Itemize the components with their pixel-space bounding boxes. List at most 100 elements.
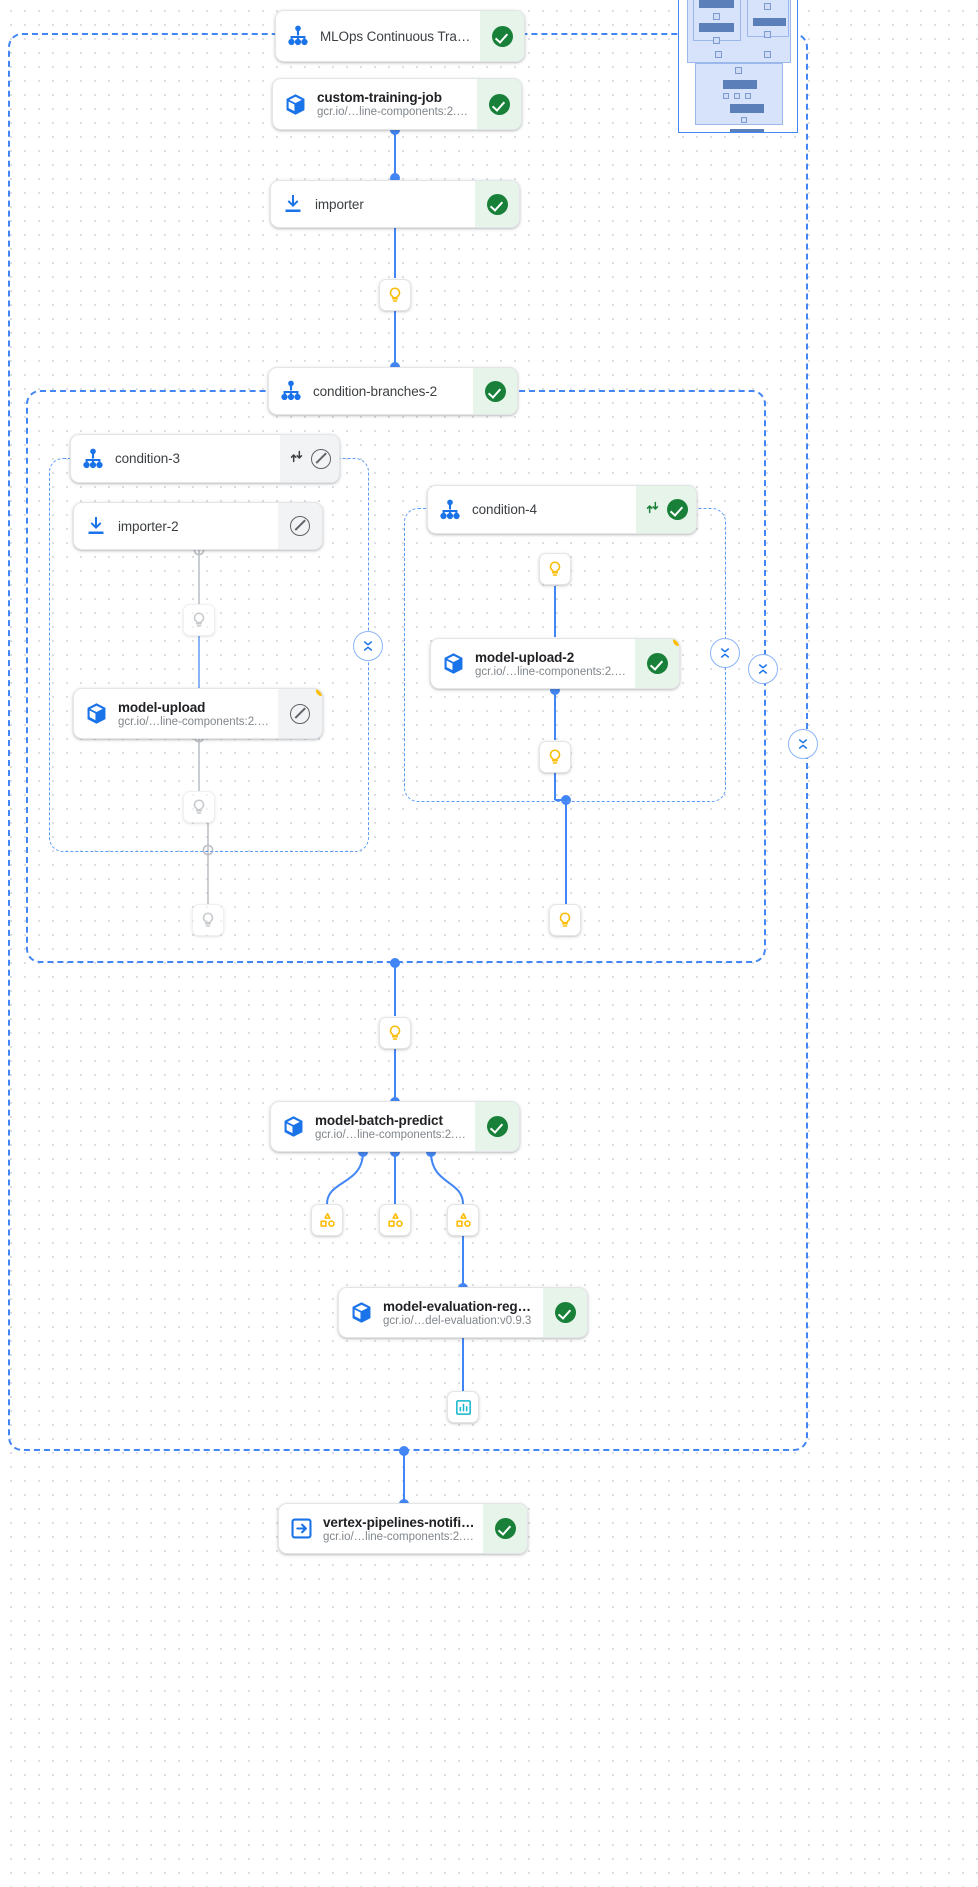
check-circle-icon [646,653,668,674]
node-condition-3[interactable]: condition-3 [70,434,340,483]
artifact-chip-lightbulb[interactable] [192,904,224,936]
artifact-chip-metrics[interactable] [447,1391,479,1423]
minimap-dot [735,67,742,74]
node-text: custom-training-job gcr.io/…line-compone… [317,79,477,129]
node-title: MLOps Continuous Traini… [320,28,472,44]
status-badge-skipped[interactable] [280,435,339,482]
node-text: vertex-pipelines-notificat… gcr.io/…line… [323,1504,483,1553]
blocked-circle-icon [290,703,310,724]
node-title: model-upload [118,699,206,715]
status-badge-succeeded[interactable] [480,11,524,61]
node-model-upload-2[interactable]: model-upload-2 gcr.io/…line-components:2… [430,638,680,689]
check-circle-icon [554,1302,576,1323]
node-title: importer [315,196,364,212]
minimap-dot [745,93,751,99]
container-cube-icon [271,1102,315,1151]
check-circle-icon [484,380,506,402]
node-subtitle: gcr.io/…del-evaluation:v0.9.3 [383,1314,532,1327]
node-title: vertex-pipelines-notificat… [323,1514,475,1530]
node-model-batch-predict[interactable]: model-batch-predict gcr.io/…line-compone… [270,1101,520,1152]
container-cube-icon [339,1288,383,1337]
expander-condition-4[interactable] [710,638,740,668]
node-title: model-upload-2 [475,649,575,665]
expander-root[interactable] [788,729,818,759]
artifact-chip-lightbulb[interactable] [549,904,581,936]
artifact-chip-dataset[interactable] [311,1204,343,1236]
artifact-chip-dataset[interactable] [379,1204,411,1236]
node-text: MLOps Continuous Traini… [320,11,480,61]
minimap-dot [713,37,720,44]
artifact-chip-dataset[interactable] [447,1204,479,1236]
minimap-bar [699,23,734,32]
expander-condition-3[interactable] [353,631,383,661]
branch-arrow-icon [644,499,661,521]
artifact-chip-lightbulb[interactable] [183,604,215,636]
status-badge-succeeded[interactable] [473,368,517,414]
warning-dot-icon [316,689,322,696]
status-badge-skipped[interactable] [278,503,322,549]
dag-tree-icon [71,435,115,482]
artifact-chip-lightbulb[interactable] [183,791,215,823]
artifact-chip-lightbulb[interactable] [379,1017,411,1049]
check-circle-icon [667,499,688,520]
node-subtitle: gcr.io/…line-components:2.6.0 [118,715,270,728]
node-title: condition-4 [472,502,537,517]
node-importer-2[interactable]: importer-2 [73,502,323,550]
container-cube-icon [431,639,475,688]
node-title: importer-2 [118,518,179,534]
node-text: importer [315,181,475,227]
minimap[interactable] [678,0,798,133]
node-title: custom-training-job [317,90,442,105]
minimap-dot [764,31,771,38]
node-subtitle: gcr.io/…line-components:2.6.0 [323,1530,475,1543]
import-download-icon [74,503,118,549]
node-title: condition-3 [115,451,180,466]
artifact-chip-lightbulb[interactable] [539,741,571,773]
node-custom-training-job[interactable]: custom-training-job gcr.io/…line-compone… [272,78,522,130]
node-model-upload[interactable]: model-upload gcr.io/…line-components:2.6… [73,688,323,739]
exit-arrow-icon [279,1504,323,1553]
check-circle-icon [488,93,510,115]
node-title: condition-branches-2 [313,383,438,399]
node-subtitle: gcr.io/…line-components:2.6.0 [317,106,469,118]
minimap-bar [723,80,757,89]
node-mlops-continuous-training[interactable]: MLOps Continuous Traini… [275,10,525,62]
minimap-dot [715,51,722,58]
node-text: condition-4 [472,486,636,533]
node-text: model-upload-2 gcr.io/…line-components:2… [475,639,635,688]
expander-branches[interactable] [748,654,778,684]
artifact-chip-lightbulb[interactable] [379,279,411,311]
minimap-dot [764,51,771,58]
node-vertex-pipelines-notification[interactable]: vertex-pipelines-notificat… gcr.io/…line… [278,1503,528,1554]
artifact-chip-lightbulb[interactable] [539,553,571,585]
minimap-bar [753,18,786,26]
node-text: model-upload gcr.io/…line-components:2.6… [118,689,278,738]
node-model-evaluation-regression[interactable]: model-evaluation-regres… gcr.io/…del-eva… [338,1287,588,1338]
dag-tree-icon [269,368,313,414]
node-condition-branches-2[interactable]: condition-branches-2 [268,367,518,415]
node-subtitle: gcr.io/…line-components:2.6.0 [475,665,627,678]
minimap-bar [699,0,734,8]
node-subtitle: gcr.io/…line-components:2.6.0 [315,1128,467,1141]
minimap-bar [730,104,764,113]
minimap-dot [764,3,771,10]
status-badge-succeeded[interactable] [477,79,521,129]
minimap-dot [713,13,720,20]
node-title: model-batch-predict [315,1112,443,1128]
node-text: condition-3 [115,435,280,482]
status-badge-succeeded[interactable] [635,639,679,688]
status-badge-succeeded[interactable] [475,1102,519,1151]
blocked-circle-icon [290,516,310,536]
check-circle-icon [491,25,513,47]
status-badge-succeeded[interactable] [483,1504,527,1553]
status-badge-succeeded[interactable] [543,1288,587,1337]
status-badge-skipped[interactable] [278,689,322,738]
status-badge-succeeded[interactable] [475,181,519,227]
node-condition-4[interactable]: condition-4 [427,485,697,534]
status-badge-succeeded[interactable] [636,486,696,533]
branch-arrow-icon [288,448,305,470]
node-text: condition-branches-2 [313,368,473,414]
node-importer[interactable]: importer [270,180,520,228]
node-text: model-evaluation-regres… gcr.io/…del-eva… [383,1288,543,1337]
